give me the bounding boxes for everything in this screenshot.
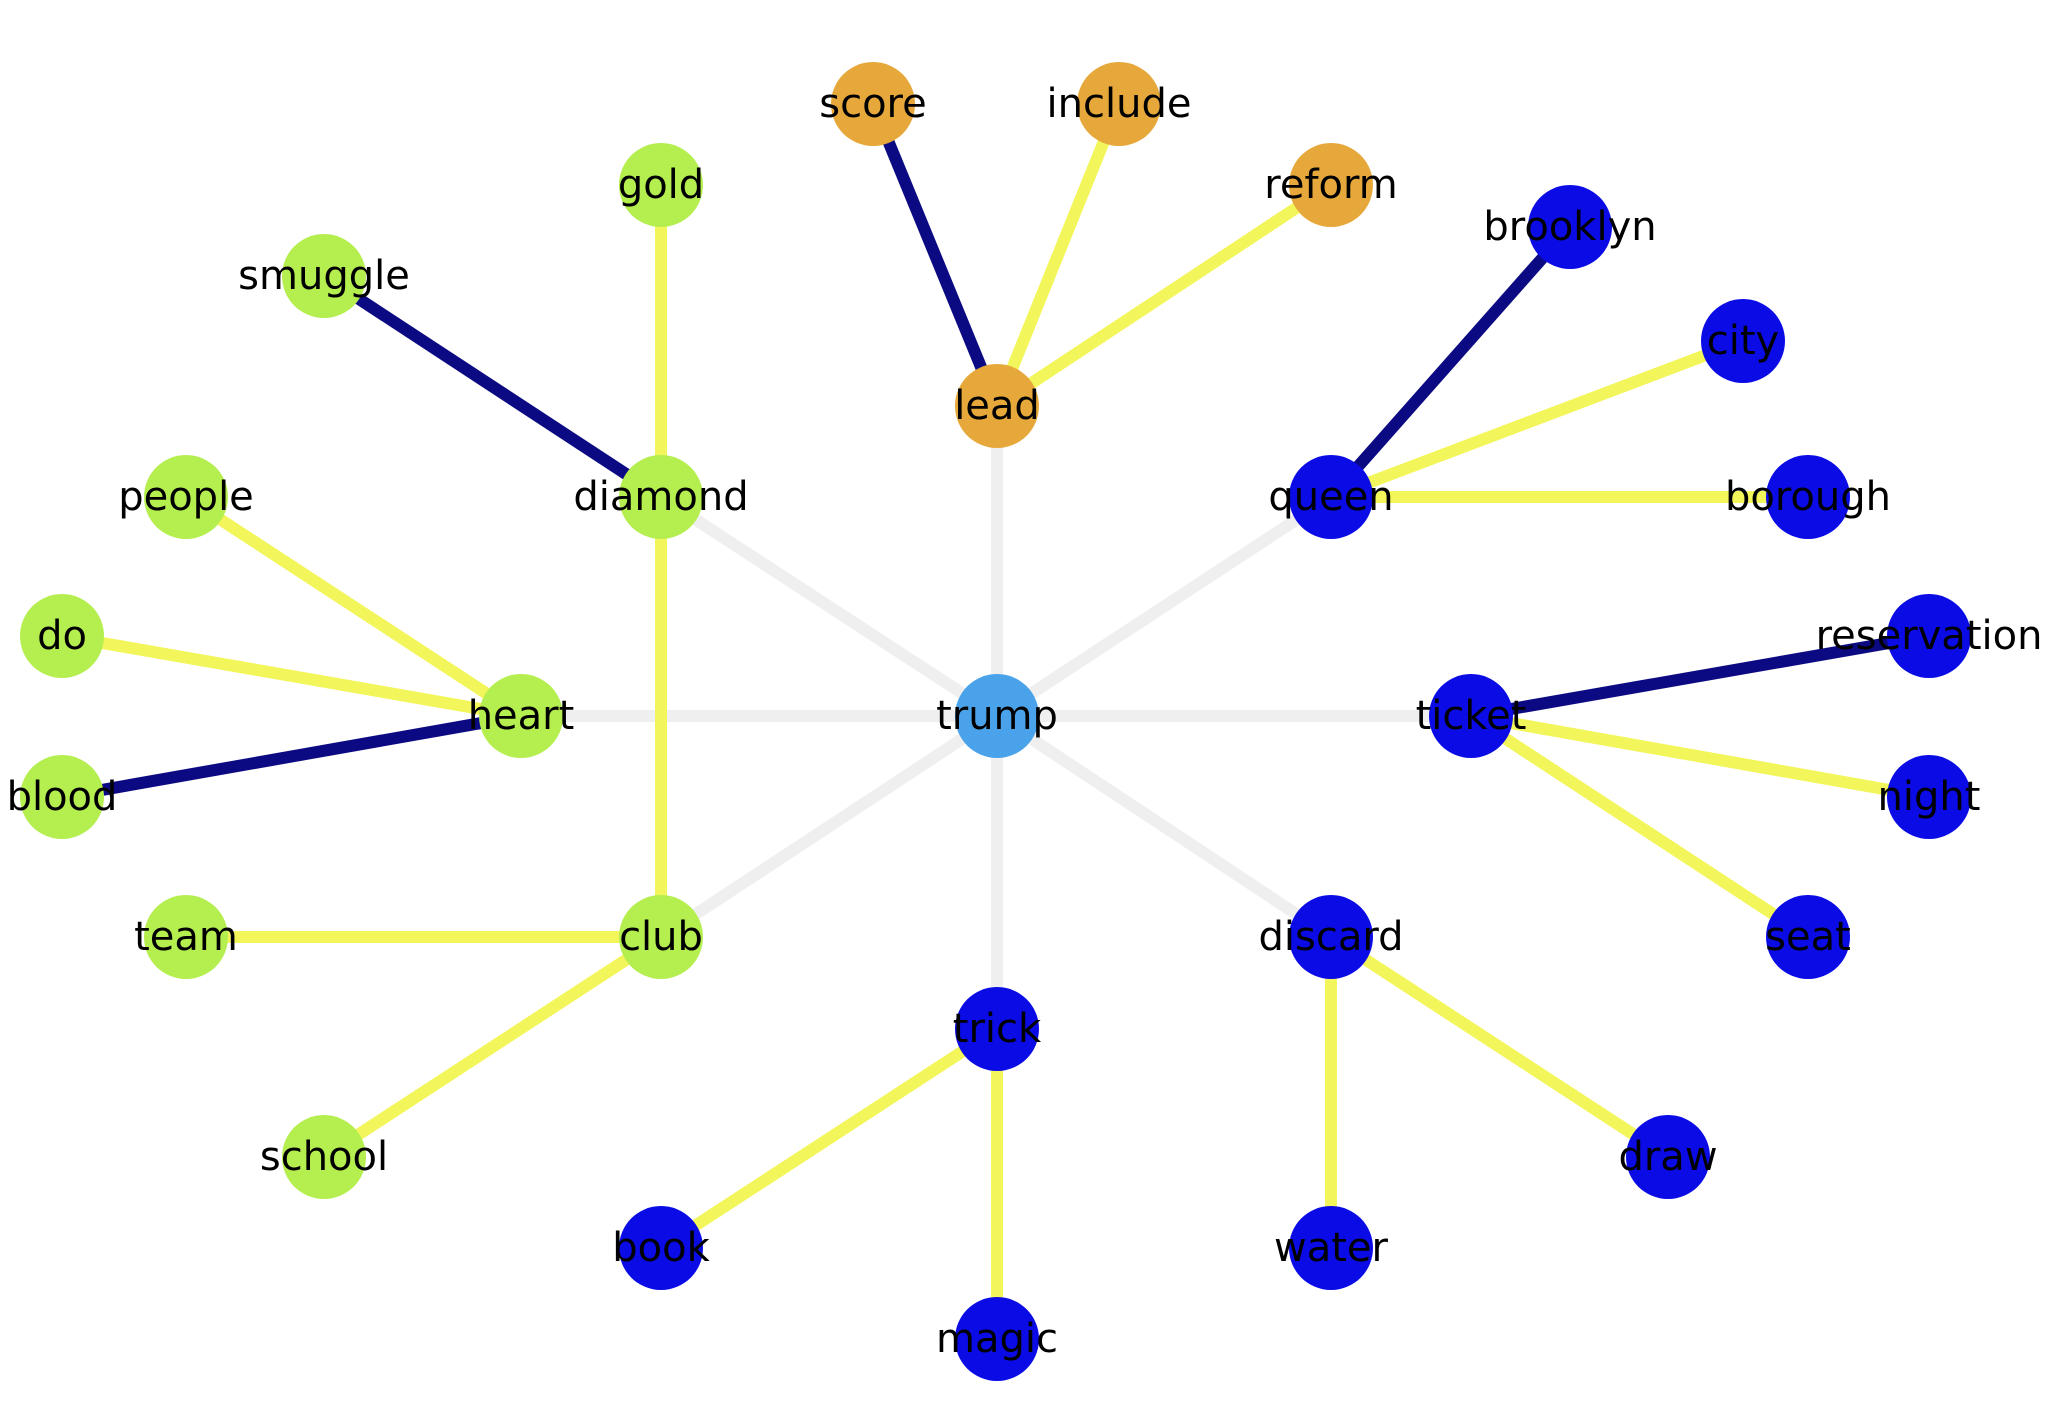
edge-discard-draw bbox=[1327, 931, 1672, 1163]
node-label-school: school bbox=[260, 1134, 388, 1180]
node-heart bbox=[479, 674, 563, 758]
node-queen bbox=[1289, 455, 1373, 539]
node-diamond bbox=[619, 455, 703, 539]
node-reservation bbox=[1887, 594, 1971, 678]
node-magic bbox=[955, 1297, 1039, 1381]
node-label-discard: discard bbox=[1259, 914, 1404, 960]
node-club bbox=[619, 895, 703, 979]
node-label-heart: heart bbox=[468, 693, 575, 739]
edge-heart-do bbox=[60, 630, 523, 722]
node-smuggle bbox=[282, 234, 366, 318]
node-people bbox=[144, 455, 228, 539]
edge-queen-brooklyn bbox=[1326, 223, 1575, 501]
node-label-queen: queen bbox=[1268, 474, 1393, 520]
node-seat bbox=[1766, 895, 1850, 979]
node-reform bbox=[1289, 143, 1373, 227]
node-label-brooklyn: brooklyn bbox=[1483, 204, 1656, 250]
node-label-water: water bbox=[1274, 1225, 1389, 1271]
edge-ticket-reservation bbox=[1469, 630, 1931, 722]
edge-lead-score bbox=[867, 101, 1003, 409]
node-borough bbox=[1766, 455, 1850, 539]
edge-trump-club bbox=[657, 710, 1001, 943]
node-label-do: do bbox=[37, 613, 87, 659]
node-label-people: people bbox=[118, 474, 254, 520]
label-layer: trump lead score include reform diamond gold sm… bbox=[7, 81, 2043, 1362]
node-team bbox=[144, 895, 228, 979]
node-label-draw: draw bbox=[1618, 1134, 1717, 1180]
node-gold bbox=[619, 143, 703, 227]
node-label-score: score bbox=[819, 81, 926, 127]
node-label-smuggle: smuggle bbox=[238, 253, 410, 299]
node-label-trick: trick bbox=[953, 1006, 1042, 1052]
edge-ticket-night bbox=[1469, 710, 1931, 803]
node-label-seat: seat bbox=[1765, 914, 1851, 960]
node-label-lead: lead bbox=[954, 383, 1040, 429]
edge-heart-people bbox=[182, 491, 525, 722]
node-label-club: club bbox=[619, 914, 703, 960]
node-label-borough: borough bbox=[1725, 474, 1891, 520]
edge-heart-blood bbox=[60, 710, 523, 803]
node-layer bbox=[20, 62, 1971, 1381]
node-school bbox=[282, 1115, 366, 1199]
node-score bbox=[831, 62, 915, 146]
node-do bbox=[20, 594, 104, 678]
node-label-trump: trump bbox=[936, 693, 1058, 739]
node-label-night: night bbox=[1878, 774, 1981, 820]
node-trick bbox=[955, 987, 1039, 1071]
node-include bbox=[1077, 62, 1161, 146]
node-lead bbox=[955, 364, 1039, 448]
edge-trump-discard bbox=[993, 710, 1335, 943]
node-label-diamond: diamond bbox=[573, 474, 748, 520]
edge-lead-include bbox=[991, 101, 1125, 409]
edge-club-school bbox=[320, 931, 665, 1163]
node-blood bbox=[20, 755, 104, 839]
node-water bbox=[1289, 1206, 1373, 1290]
node-book bbox=[619, 1206, 703, 1290]
node-label-reform: reform bbox=[1264, 162, 1397, 208]
node-night bbox=[1887, 755, 1971, 839]
edge-diamond-smuggle bbox=[320, 270, 665, 503]
node-ticket bbox=[1429, 674, 1513, 758]
node-label-reservation: reservation bbox=[1816, 613, 2043, 659]
edge-lead-reform bbox=[993, 179, 1335, 412]
edge-ticket-seat bbox=[1467, 710, 1812, 943]
edge-queen-city bbox=[1328, 335, 1746, 503]
node-label-magic: magic bbox=[936, 1316, 1058, 1362]
node-discard bbox=[1289, 895, 1373, 979]
node-label-team: team bbox=[134, 914, 238, 960]
node-label-blood: blood bbox=[7, 774, 118, 820]
node-city bbox=[1701, 299, 1785, 383]
edge-trump-queen bbox=[993, 491, 1335, 722]
node-label-gold: gold bbox=[618, 162, 704, 208]
node-trump bbox=[955, 674, 1039, 758]
node-label-ticket: ticket bbox=[1416, 693, 1527, 739]
edge-layer bbox=[60, 101, 1931, 1339]
node-label-include: include bbox=[1047, 81, 1192, 127]
node-label-city: city bbox=[1707, 318, 1779, 364]
edge-trump-diamond bbox=[657, 491, 1001, 722]
node-label-book: book bbox=[612, 1225, 710, 1271]
node-brooklyn bbox=[1528, 185, 1612, 269]
node-draw bbox=[1626, 1115, 1710, 1199]
edge-trick-book bbox=[657, 1023, 1001, 1254]
